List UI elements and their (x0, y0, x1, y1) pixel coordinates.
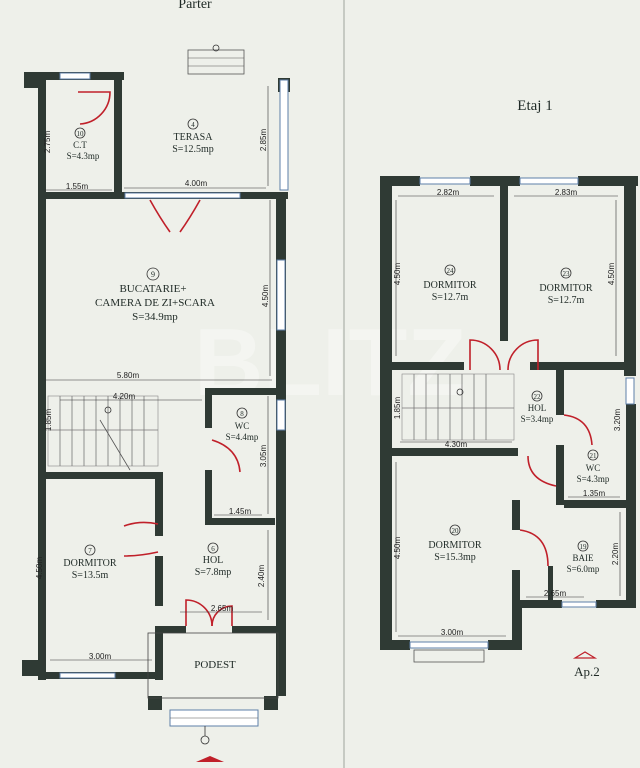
dim-wc-width: 1.45m (229, 507, 252, 516)
svg-text:S=34.9mp: S=34.9mp (132, 311, 178, 323)
svg-text:HOL: HOL (528, 403, 547, 413)
svg-text:24: 24 (447, 267, 455, 275)
svg-text:PODEST: PODEST (194, 659, 236, 671)
svg-text:8: 8 (240, 410, 244, 418)
dim-wc-upper-width: 1.35m (583, 489, 606, 498)
room-wc-ground: 8 WC S=4.4mp (226, 407, 259, 442)
svg-text:S=3.4mp: S=3.4mp (521, 414, 554, 424)
svg-text:6: 6 (211, 545, 215, 553)
room-podest: PODEST (194, 659, 236, 671)
svg-text:TERASA: TERASA (174, 132, 214, 143)
dim-bedroom-height: 4.50m (35, 557, 44, 580)
svg-text:9: 9 (151, 270, 155, 279)
svg-text:S=12.7m: S=12.7m (548, 295, 585, 306)
svg-text:19: 19 (580, 543, 588, 551)
svg-text:S=4.4mp: S=4.4mp (226, 432, 259, 442)
svg-text:S=12.7m: S=12.7m (432, 292, 469, 303)
room-bedroom-20: 20 DORMITOR S=15.3mp (428, 524, 482, 563)
svg-text:7: 7 (88, 547, 92, 555)
svg-text:WC: WC (235, 421, 250, 431)
dim-bedroom23-height: 4.50m (607, 263, 616, 286)
svg-text:22: 22 (534, 393, 542, 401)
svg-text:HOL: HOL (203, 555, 224, 566)
dim-living-height: 4.50m (261, 285, 270, 308)
ground-floor-title: Parter (178, 0, 212, 12)
dim-stair-width: 4.20m (113, 392, 136, 401)
dim-hall-upper-width: 4.30m (445, 440, 468, 449)
svg-text:4: 4 (191, 121, 195, 129)
dim-stair-height: 1.85m (44, 409, 53, 432)
svg-text:S=6.0mp: S=6.0mp (567, 564, 600, 574)
svg-text:23: 23 (563, 270, 571, 278)
dim-wc-upper-height: 3.20m (613, 409, 622, 432)
dim-ct-height: 2.75m (43, 131, 52, 154)
svg-text:21: 21 (590, 452, 598, 460)
svg-text:BUCATARIE+: BUCATARIE+ (119, 283, 186, 295)
dim-bedroom-width: 3.00m (89, 652, 112, 661)
dim-bedroom24-height: 4.50m (393, 263, 402, 286)
room-bath: 19 BAIE S=6.0mp (567, 540, 600, 574)
dim-hall-width: 2.65m (211, 604, 234, 613)
svg-text:10: 10 (77, 130, 85, 138)
room-ct: 10 C.T S=4.3mp (67, 127, 100, 161)
ground-floor-plan: Parter (22, 0, 290, 762)
room-bedroom-24: 24 DORMITOR S=12.7m (423, 264, 477, 303)
svg-text:DORMITOR: DORMITOR (428, 540, 481, 551)
upper-floor-plan: Etaj 1 (380, 98, 638, 679)
dim-bedroom20-width: 3.00m (441, 628, 464, 637)
dim-terrace-height: 2.85m (259, 129, 268, 152)
dim-living-width: 5.80m (117, 371, 140, 380)
dim-wc-height: 3.05m (259, 445, 268, 468)
dim-bedroom24-width: 2.82m (437, 188, 460, 197)
upper-floor-title: Etaj 1 (517, 98, 552, 114)
room-wc-upper: 21 WC S=4.3mp (577, 449, 610, 484)
svg-text:DORMITOR: DORMITOR (539, 283, 592, 294)
svg-text:S=4.3mp: S=4.3mp (577, 474, 610, 484)
dim-ct-width: 1.55m (66, 182, 89, 191)
room-hall-ground: 6 HOL S=7.8mp (195, 542, 231, 578)
room-kitchen-living: 9 BUCATARIE+ CAMERA DE ZI+SCARA S=34.9mp (95, 267, 215, 323)
dim-hall-height: 2.40m (257, 565, 266, 588)
svg-text:C.T: C.T (73, 140, 87, 150)
room-bedroom-23: 23 DORMITOR S=12.7m (539, 267, 593, 306)
unit-marker-icon (572, 651, 598, 659)
svg-text:DORMITOR: DORMITOR (63, 558, 116, 569)
svg-text:BAIE: BAIE (573, 553, 594, 563)
dim-stair-upper-height: 1.85m (393, 397, 402, 420)
room-bedroom-ground: 7 DORMITOR S=13.5m (63, 544, 117, 581)
svg-text:S=15.3mp: S=15.3mp (434, 552, 475, 563)
svg-text:WC: WC (586, 463, 601, 473)
dim-bedroom23-width: 2.83m (555, 188, 578, 197)
room-hall-upper: 22 HOL S=3.4mp (521, 390, 554, 424)
dim-bath-height: 2.20m (611, 543, 620, 566)
svg-text:20: 20 (452, 527, 460, 535)
svg-text:S=4.3mp: S=4.3mp (67, 151, 100, 161)
svg-text:S=13.5m: S=13.5m (72, 570, 109, 581)
dim-bath-width: 2.65m (544, 589, 567, 598)
svg-text:DORMITOR: DORMITOR (423, 280, 476, 291)
svg-text:CAMERA DE ZI+SCARA: CAMERA DE ZI+SCARA (95, 297, 215, 309)
dim-terrace-width: 4.00m (185, 179, 208, 188)
svg-text:S=12.5mp: S=12.5mp (172, 144, 213, 155)
unit-label: Ap.2 (574, 664, 600, 679)
room-terrace: 4 TERASA S=12.5mp (172, 118, 214, 155)
svg-text:S=7.8mp: S=7.8mp (195, 567, 231, 578)
dim-bedroom20-height: 4.50m (393, 537, 402, 560)
